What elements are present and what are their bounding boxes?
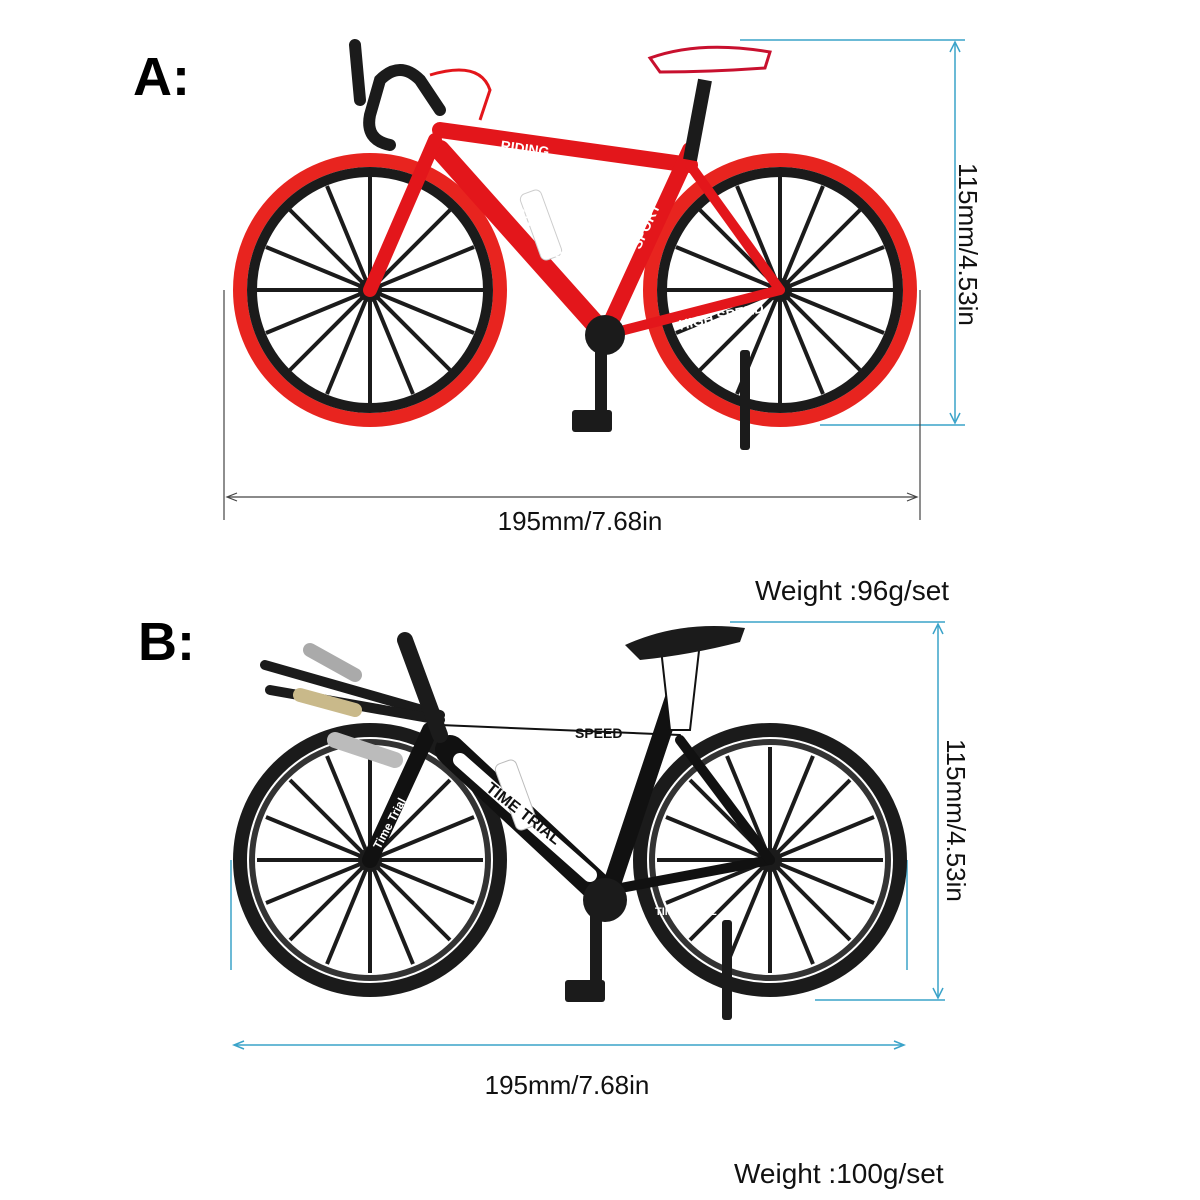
crank-pedals-a	[572, 315, 625, 432]
dimension-lines-a	[740, 39, 965, 426]
saddle-b	[625, 626, 745, 660]
bicycle-a-image: RIDING Crazy Bicycle SPORT HIGH SPEED	[223, 39, 965, 520]
frame-decal-text: RIDING	[500, 137, 551, 160]
kickstand-b	[722, 920, 732, 1020]
panel-b-label: B:	[138, 612, 195, 672]
water-bottle-b	[494, 759, 538, 831]
frame-decal-text: TIME TRIAL	[655, 906, 717, 918]
frame-a	[363, 122, 785, 345]
length-lines-a	[223, 290, 921, 520]
saddle-a	[647, 45, 772, 74]
bicycle-b-image: SPEED TIME TRIAL Time Trial TIME TRIAL	[230, 621, 945, 1050]
seatpost-a	[683, 78, 712, 162]
height-b: 115mm/4.53in	[941, 739, 971, 902]
aero-bars-b	[260, 632, 448, 768]
weight-b: Weight :100g/set	[734, 1158, 944, 1189]
kickstand-a	[740, 350, 750, 450]
height-a: 115mm/4.53in	[953, 163, 983, 326]
crank-pedals-b	[565, 878, 627, 1002]
frame-decal-text: SPEED	[575, 725, 622, 741]
dimension-lines-b	[230, 621, 945, 1050]
water-bottle-a	[519, 189, 563, 261]
panel-a-label: A:	[133, 47, 190, 107]
weight-a: Weight :96g/set	[755, 575, 950, 606]
brake-cable-a	[429, 68, 492, 121]
length-b: 195mm/7.68in	[484, 1070, 650, 1100]
length-a: 195mm/7.68in	[497, 506, 663, 536]
handlebar-a	[349, 39, 446, 151]
